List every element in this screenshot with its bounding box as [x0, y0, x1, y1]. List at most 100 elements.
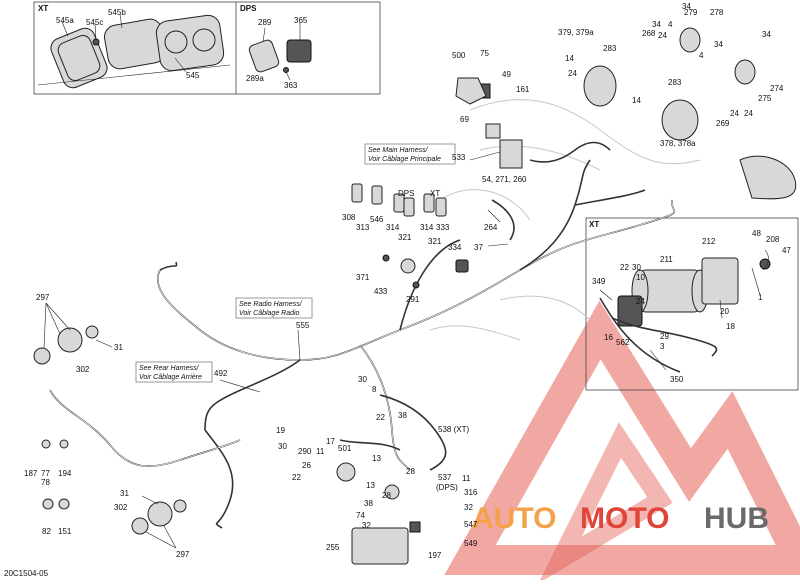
callout-label: 350	[670, 375, 684, 384]
xt-group-label: XT	[430, 189, 440, 198]
callout-label: 32	[464, 503, 473, 512]
leader-lines	[43, 151, 761, 549]
callout-label: 313	[356, 223, 370, 232]
tie-clip-icons	[41, 439, 70, 510]
callout-label: 562	[616, 338, 630, 347]
callout-label: 187	[24, 469, 38, 478]
main-harness-note-line1: See Main Harness/	[368, 147, 429, 154]
callout-label: 194	[58, 469, 72, 478]
callout-label: 211	[660, 255, 673, 264]
callout-label: 28	[406, 467, 415, 476]
callout-label: 314	[386, 223, 400, 232]
radio-harness-note-line2: Voir Câblage Radio	[239, 310, 300, 317]
callout-label: 161	[516, 85, 530, 94]
callout-label: 547	[464, 520, 478, 529]
relay-icon	[479, 83, 523, 169]
callout-label: 308	[342, 213, 356, 222]
watermark-logo-icon	[444, 300, 800, 584]
winch-inset-border	[585, 217, 799, 391]
callout-label: 378, 378a	[660, 139, 696, 148]
callout-label: 48	[752, 229, 761, 238]
callout-label: 297	[36, 293, 50, 302]
callout-label: 16	[604, 333, 613, 342]
callout-label: 283	[668, 78, 682, 87]
callout-label: 22	[376, 413, 385, 422]
inset-border	[33, 1, 381, 95]
callout-label: 274	[770, 84, 784, 93]
rear-harness-note-line2: Voir Câblage Arrière	[139, 374, 202, 381]
callout-label: (DPS)	[436, 483, 458, 492]
headlight-assembly-icon	[583, 27, 797, 200]
callout-label: 379, 379a	[558, 28, 594, 37]
callout-label: 302	[114, 503, 128, 512]
callout-label: 30	[632, 263, 641, 272]
callout-label: 333	[436, 223, 450, 232]
watermark-text-moto: MOTO	[580, 502, 669, 535]
callout-label: 365	[294, 16, 308, 25]
callout-label: 10	[636, 273, 645, 282]
radio-harness-note: See Radio Harness/ Voir Câblage Radio	[235, 297, 313, 319]
callout-label: 197	[428, 551, 442, 560]
dps-display-icon	[248, 39, 312, 73]
callout-label: 24	[744, 109, 753, 118]
callout-label: 501	[338, 444, 352, 453]
callout-label: 555	[296, 321, 310, 330]
callout-labels: 545a 545c 545b 545 289 365 289a 363 500 …	[24, 2, 791, 560]
callout-label: 255	[326, 543, 340, 552]
callout-label: 77	[41, 469, 50, 478]
callout-label: 54, 271, 260	[482, 175, 527, 184]
winch-icon	[617, 249, 771, 327]
callout-label: 334	[448, 243, 462, 252]
callout-label: 24	[730, 109, 739, 118]
main-harness-icon	[49, 141, 676, 529]
callout-label: 283	[603, 44, 617, 53]
callout-label: 38	[364, 499, 373, 508]
callout-label: 13	[372, 454, 381, 463]
callout-label: 289a	[246, 74, 264, 83]
callout-label: 537	[438, 473, 452, 482]
callout-label: 279	[684, 8, 698, 17]
callout-label: 4	[668, 20, 673, 29]
callout-label: 546	[370, 215, 384, 224]
callout-label: 34	[652, 20, 661, 29]
rear-harness-note: See Rear Harness/ Voir Câblage Arrière	[135, 361, 213, 383]
callout-label: 13	[366, 481, 375, 490]
callout-label: 17	[326, 437, 335, 446]
callout-label: 24	[658, 31, 667, 40]
callout-label: 314	[420, 223, 434, 232]
callout-label: 500	[452, 51, 466, 60]
callout-label: 11	[462, 474, 471, 483]
callout-label: 349	[592, 277, 606, 286]
callout-label: 275	[758, 94, 772, 103]
ghost-vehicle-outline	[429, 99, 701, 341]
callout-label: 268	[642, 29, 656, 38]
dashboard-display-icon	[50, 14, 225, 89]
callout-label: 14	[632, 96, 641, 105]
main-harness-note-line2: Voir Câblage Principale	[368, 156, 441, 163]
switch-bracket-icon	[382, 77, 487, 289]
callout-label: 28	[382, 491, 391, 500]
callout-label: 47	[782, 246, 791, 255]
battery-icon	[336, 462, 421, 565]
watermark-text: AUTO MOTO HUB	[472, 502, 769, 535]
callout-label: 545c	[86, 18, 103, 27]
callout-label: 264	[484, 223, 498, 232]
radio-harness-note-line1: See Radio Harness/	[239, 301, 303, 308]
dps-group-label: DPS	[398, 189, 414, 198]
callout-label: 492	[214, 369, 228, 378]
callout-label: 38	[398, 411, 407, 420]
callout-label: 74	[356, 511, 365, 520]
callout-label: 69	[460, 115, 469, 124]
light-icon	[33, 325, 187, 535]
callout-label: 24	[636, 297, 645, 306]
callout-label: 22	[292, 473, 301, 482]
callout-label: 30	[358, 375, 367, 384]
callout-label: 34	[762, 30, 771, 39]
callout-label: 3	[660, 342, 665, 351]
callout-label: 290	[298, 447, 312, 456]
callout-label: 75	[480, 49, 489, 58]
callout-label: 31	[120, 489, 129, 498]
callout-label: 82	[42, 527, 51, 536]
